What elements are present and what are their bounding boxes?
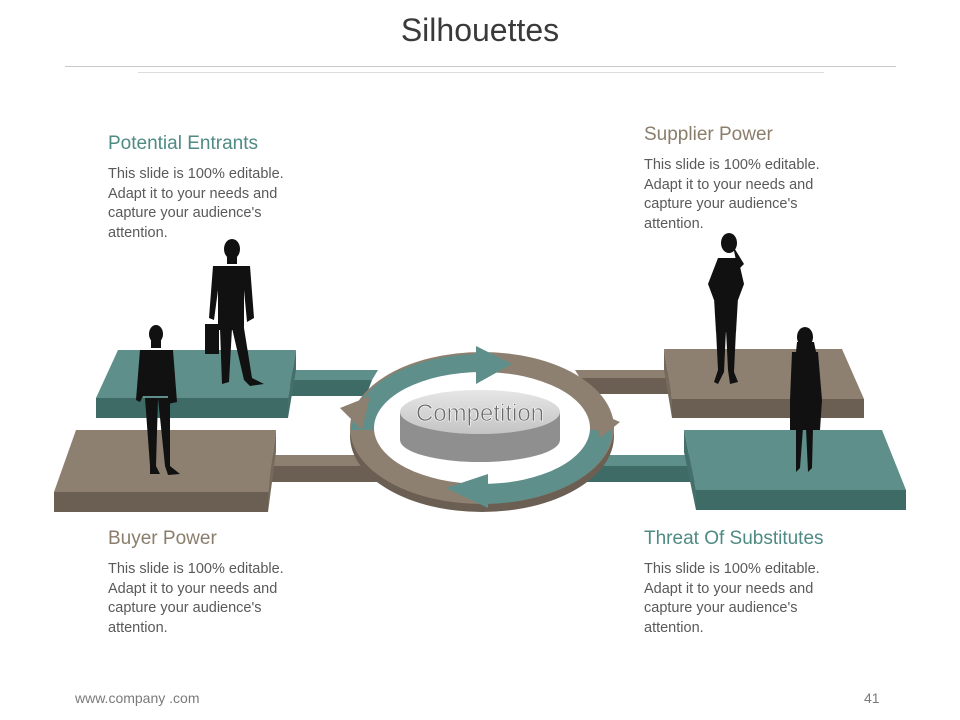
slide-title: Silhouettes <box>400 12 560 48</box>
potential-entrants-block: Potential Entrants This slide is 100% ed… <box>108 133 328 243</box>
potential-entrants-heading: Potential Entrants <box>108 133 258 154</box>
businesswoman-dress-silhouette <box>790 327 822 472</box>
arrow-head-left <box>340 396 370 430</box>
supplier-power-body: This slide is 100% editable. Adapt it to… <box>644 157 820 232</box>
connector-top-right <box>575 370 672 394</box>
businesswoman-arms-crossed-silhouette <box>708 233 744 384</box>
competition-label: Competition <box>416 400 544 427</box>
title-divider <box>65 66 896 67</box>
potential-entrants-body: This slide is 100% editable. Adapt it to… <box>108 166 284 241</box>
arrow-head-top <box>476 346 512 384</box>
footer-url: www.company .com <box>75 690 200 706</box>
arrow-head-bottom <box>446 474 488 508</box>
supplier-power-block: Supplier Power This slide is 100% editab… <box>644 124 864 234</box>
buyer-power-block: Buyer Power This slide is 100% editable.… <box>108 528 328 638</box>
businessman-arms-crossed-silhouette <box>136 325 180 475</box>
buyer-power-heading: Buyer Power <box>108 528 217 549</box>
arrow-head-right <box>592 410 620 438</box>
title-divider-secondary <box>138 72 824 73</box>
threat-of-substitutes-block: Threat Of Substitutes This slide is 100%… <box>644 528 864 638</box>
businessman-briefcase-silhouette <box>205 239 264 386</box>
competition-disc <box>400 390 560 462</box>
page-number: 41 <box>864 690 880 706</box>
platform-supplier-power <box>664 349 864 418</box>
buyer-power-body: This slide is 100% editable. Adapt it to… <box>108 561 284 636</box>
connector-top-left <box>290 370 378 396</box>
supplier-power-heading: Supplier Power <box>644 124 773 145</box>
connector-bottom-right <box>574 455 696 482</box>
platform-threat-of-substitutes <box>684 430 906 510</box>
platform-potential-entrants <box>96 350 296 418</box>
threat-of-substitutes-body: This slide is 100% editable. Adapt it to… <box>644 561 820 636</box>
threat-of-substitutes-heading: Threat Of Substitutes <box>644 528 824 549</box>
connector-bottom-left <box>268 455 384 482</box>
